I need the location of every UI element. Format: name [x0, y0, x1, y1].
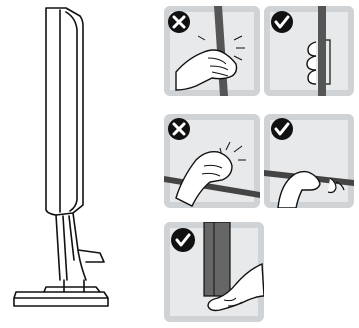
check-icon	[171, 228, 195, 252]
monitor-stand-neck	[56, 213, 86, 280]
check-icon	[271, 11, 293, 33]
monitor-stand-column	[64, 280, 84, 292]
panel-middle-right	[264, 114, 354, 208]
screen-lower-part	[204, 222, 230, 296]
check-icon	[271, 118, 293, 140]
monitor-stand-arm	[78, 250, 104, 262]
monitor-stand-neck-inner	[63, 216, 74, 280]
panel-top-left	[164, 6, 260, 96]
monitor-side-profile	[14, 8, 108, 306]
panel-middle-left	[164, 114, 260, 208]
monitor-panel-back-curve	[66, 12, 77, 211]
monitor-stand-base	[14, 292, 108, 306]
fingertips-on-edge	[307, 42, 316, 84]
cross-icon	[168, 118, 190, 140]
panel-bottom	[164, 222, 264, 322]
cross-icon	[168, 11, 190, 33]
panel-top-right	[264, 6, 354, 96]
screen-edge	[318, 6, 326, 96]
